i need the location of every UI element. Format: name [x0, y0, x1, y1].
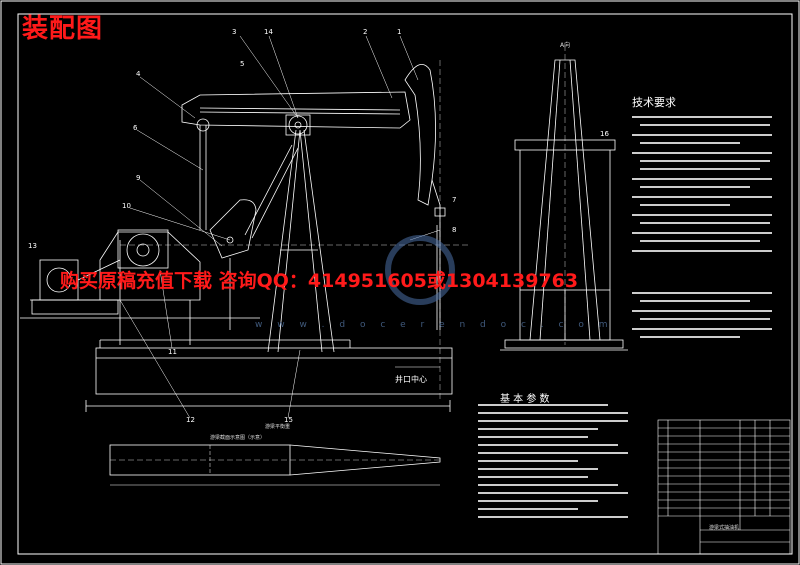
inner-border: [17, 13, 793, 555]
main-view: [20, 35, 470, 419]
callout-13: 13: [28, 242, 37, 250]
callout-14: 14: [264, 28, 273, 36]
basic-params-title: 基 本 参 数: [500, 394, 550, 405]
balance-label: 游梁平衡重: [265, 424, 291, 430]
counterweight: [209, 199, 257, 259]
callout-4: 4: [136, 70, 141, 78]
tech-requirements-title: 技术要求: [632, 96, 676, 109]
callout-10: 10: [122, 202, 131, 210]
drawing-name: 游梁式抽油机: [709, 525, 740, 531]
callout-7: 7: [452, 196, 457, 204]
ad-banner: 购买原稿充值下载 咨询QQ：414951605或1304139763: [60, 270, 579, 292]
callout-11: 11: [168, 348, 177, 356]
callout-5: 5: [240, 60, 245, 68]
gearbox: [117, 229, 169, 269]
side-view: [500, 45, 628, 351]
watermark-logo: [385, 235, 455, 305]
section-label: 游梁截面示意图（示意）: [210, 435, 266, 441]
callout-12: 12: [186, 416, 195, 424]
drawing-title: 装配图: [22, 14, 104, 44]
callout-1: 1: [397, 28, 402, 36]
walking-beam: [181, 91, 411, 129]
tech-requirements-lines: [632, 116, 772, 338]
callout-6: 6: [133, 124, 138, 132]
parts-list: [657, 419, 791, 555]
callout-9: 9: [136, 174, 141, 182]
params-lines: [478, 404, 628, 518]
callout-15: 15: [284, 416, 293, 424]
watermark-url: w w w . d o c e r e n d o c . c o m: [255, 320, 614, 330]
base-frame: [95, 347, 453, 395]
callout-16: 16: [600, 130, 609, 138]
horse-head: [404, 63, 436, 206]
samson-post: [267, 129, 335, 353]
view-a-label: A向: [560, 42, 571, 49]
callout-3: 3: [232, 28, 237, 36]
callout-2: 2: [363, 28, 368, 36]
section-sketch: [109, 444, 441, 486]
callout-8: 8: [452, 226, 457, 234]
well-center-label: 井口中心: [395, 375, 427, 384]
